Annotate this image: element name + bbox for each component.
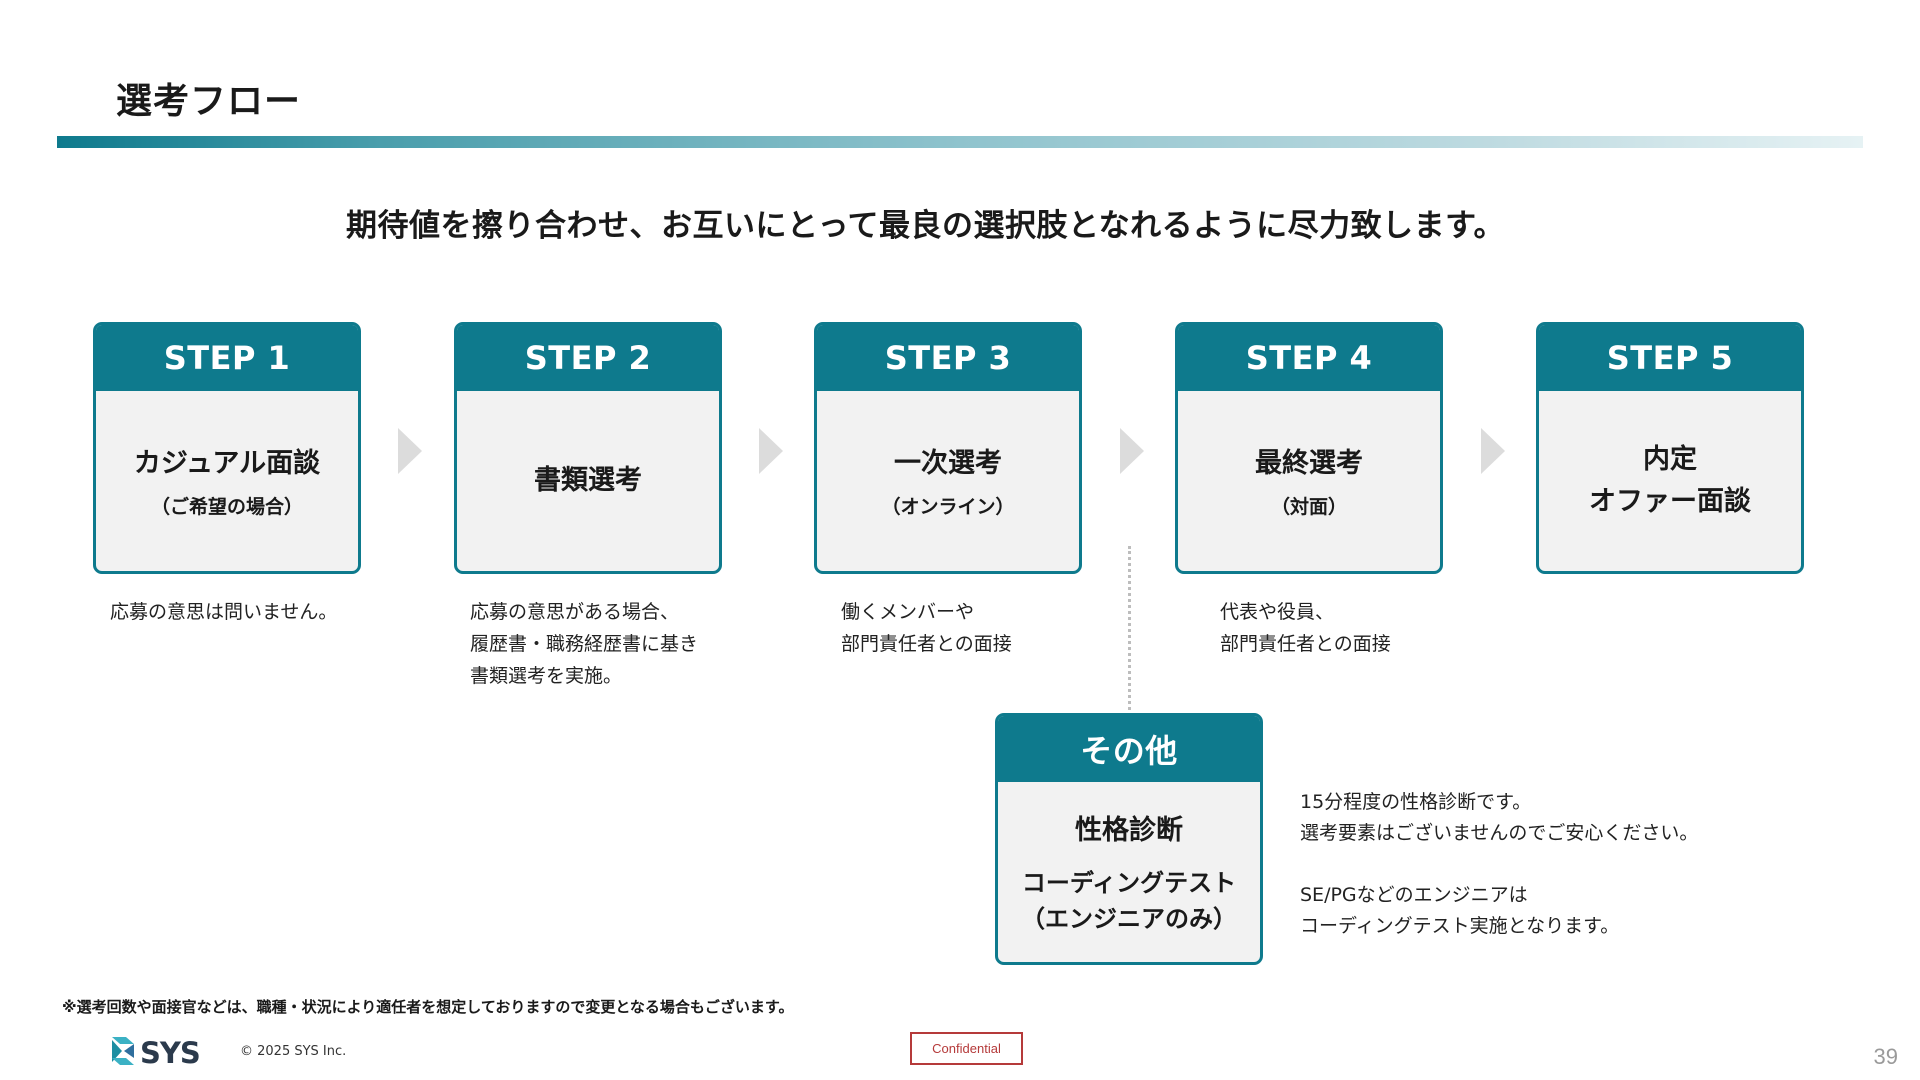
step-subtitle: （オンライン）: [881, 496, 1015, 519]
step-description-2: 応募の意思がある場合、 履歴書・職務経歴書に基き 書類選考を実施。: [470, 596, 698, 692]
description-line: 履歴書・職務経歴書に基き: [470, 633, 699, 655]
step-subtitle: （ご希望の場合）: [150, 496, 303, 519]
footnote: ※選考回数や面接官などは、職種・状況により適任者を想定しておりますので変更となる…: [62, 998, 794, 1016]
description-line: 選考要素はございませんのでご安心ください。: [1300, 822, 1699, 844]
step-body: 書類選考: [457, 391, 719, 571]
step-title: 内定: [1643, 444, 1697, 476]
description-line: コーディングテスト実施となります。: [1300, 915, 1620, 937]
description-line: SE/PGなどのエンジニアは: [1300, 884, 1528, 906]
chevron-right-icon: [398, 428, 422, 474]
description-line: [1300, 849, 1698, 880]
step-header: STEP 4: [1178, 325, 1440, 391]
description-line: 代表や役員、: [1220, 601, 1335, 623]
step-subtitle: （対面）: [1270, 496, 1347, 519]
step-title: 書類選考: [534, 465, 642, 497]
chevron-right-icon: [1481, 428, 1505, 474]
step-body: カジュアル面談 （ご希望の場合）: [96, 391, 358, 571]
step-body: 一次選考 （オンライン）: [817, 391, 1079, 571]
page-number: 39: [1873, 1044, 1898, 1069]
step-description-1: 応募の意思は問いません。: [110, 596, 337, 628]
other-card: その他 性格診断 コーディングテスト （エンジニアのみ）: [995, 713, 1263, 965]
copyright: © 2025 SYS Inc.: [240, 1044, 347, 1059]
description-line: 応募の意思がある場合、: [470, 601, 680, 623]
step-card-3: STEP 3 一次選考 （オンライン）: [814, 322, 1082, 574]
step-title: カジュアル面談: [133, 447, 321, 479]
title-underline: [57, 136, 1863, 148]
step-card-4: STEP 4 最終選考 （対面）: [1175, 322, 1443, 574]
step-title-line2: オファー面談: [1589, 486, 1751, 517]
step-description-3: 働くメンバーや 部門責任者との面接: [841, 596, 1012, 660]
step-header: STEP 1: [96, 325, 358, 391]
other-title: 性格診断: [1075, 814, 1183, 846]
step-title: 最終選考: [1255, 447, 1363, 479]
step-body: 内定 オファー面談: [1539, 391, 1801, 571]
other-header: その他: [998, 716, 1260, 782]
step-header: STEP 5: [1539, 325, 1801, 391]
step-header: STEP 3: [817, 325, 1079, 391]
sys-logo-icon: [110, 1036, 136, 1070]
other-body: 性格診断 コーディングテスト （エンジニアのみ）: [998, 782, 1260, 962]
step-description-4: 代表や役員、 部門責任者との面接: [1220, 596, 1391, 660]
confidential-badge: Confidential: [910, 1032, 1023, 1065]
step-card-1: STEP 1 カジュアル面談 （ご希望の場合）: [93, 322, 361, 574]
step-body: 最終選考 （対面）: [1178, 391, 1440, 571]
company-logo: SYS: [110, 1036, 201, 1070]
other-description: 15分程度の性格診断です。 選考要素はございませんのでご安心ください。 SE/P…: [1300, 787, 1698, 942]
other-subtitle-line2: （エンジニアのみ）: [1021, 904, 1237, 933]
description-line: 働くメンバーや: [841, 601, 975, 623]
other-subtitle: コーディングテスト: [1021, 868, 1237, 897]
description-line: 部門責任者との面接: [841, 633, 1012, 655]
chevron-right-icon: [1120, 428, 1144, 474]
chevron-right-icon: [759, 428, 783, 474]
step-card-2: STEP 2 書類選考: [454, 322, 722, 574]
connector-line: [1128, 546, 1131, 710]
description-line: 応募の意思は問いません。: [110, 601, 338, 623]
page-subtitle: 期待値を擦り合わせ、お互いにとって最良の選択肢となれるように尽力致します。: [346, 208, 1505, 244]
description-line: 書類選考を実施。: [470, 665, 623, 687]
step-header: STEP 2: [457, 325, 719, 391]
description-line: 15分程度の性格診断です。: [1300, 791, 1532, 813]
page-title: 選考フロー: [116, 81, 302, 122]
description-line: 部門責任者との面接: [1220, 633, 1391, 655]
logo-text: SYS: [140, 1036, 201, 1070]
step-title: 一次選考: [894, 447, 1002, 479]
step-card-5: STEP 5 内定 オファー面談: [1536, 322, 1804, 574]
